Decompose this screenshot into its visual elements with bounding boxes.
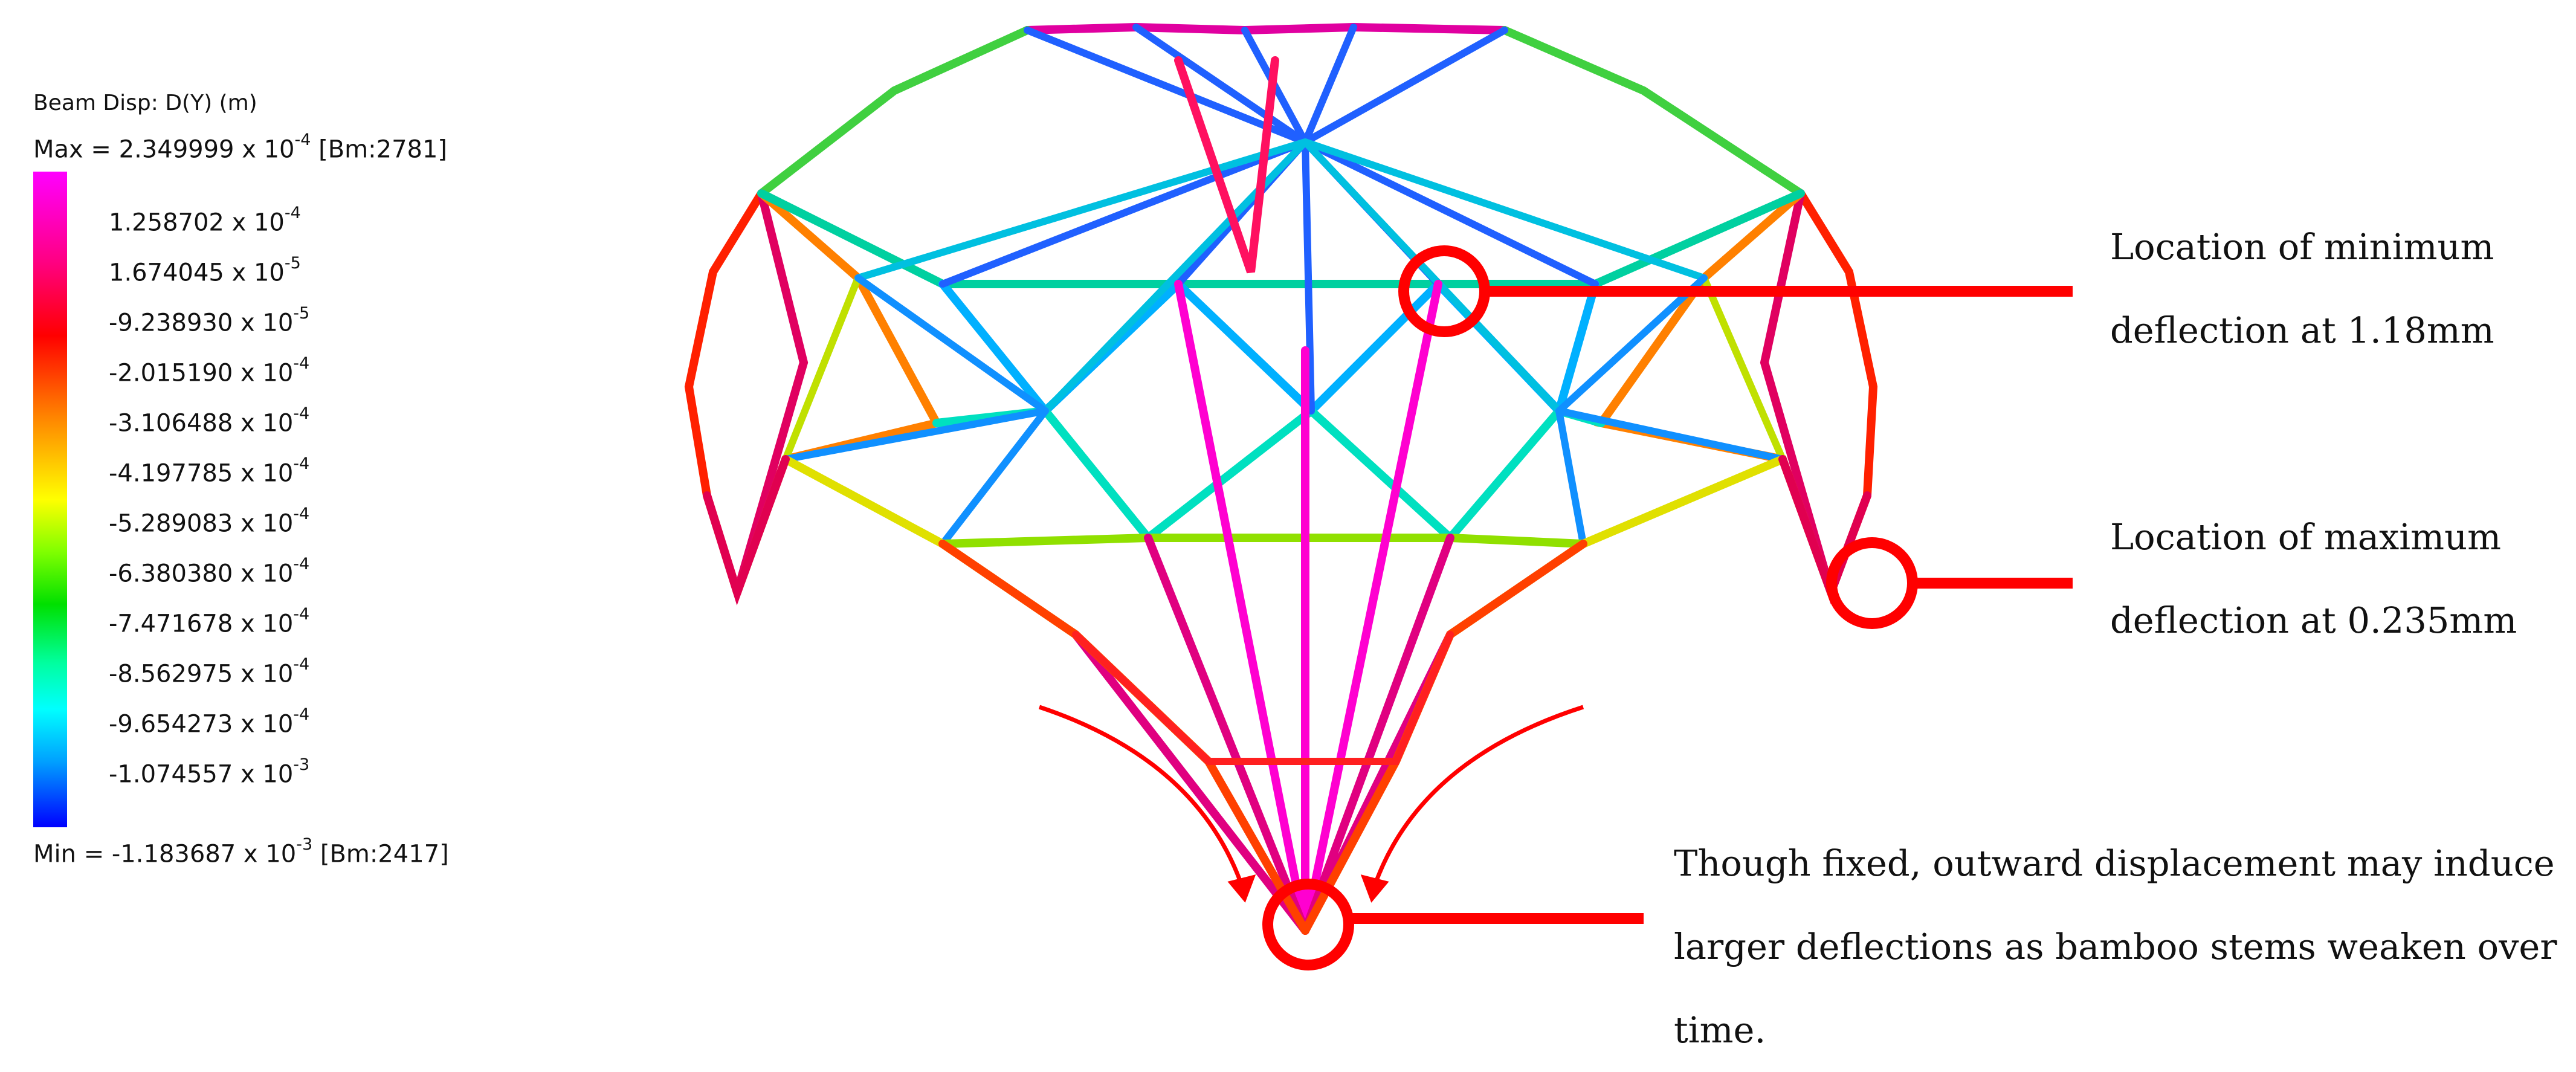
legend-title: Beam Disp: D(Y) (m) [33, 91, 257, 115]
legend-tick-label: -8.562975 x 10-4 [109, 655, 309, 688]
base-support-circle [1262, 879, 1354, 970]
legend-max: Max = 2.349999 x 10-4 [Bm:2781] [33, 131, 448, 164]
legend-tick-label: -5.289083 x 10-4 [109, 505, 310, 538]
legend-tick-mantissa: -9.238930 x 10 [109, 309, 294, 337]
min-deflection-note: Location of minimum deflection at 1.18mm [2110, 226, 2494, 351]
legend-tick-mantissa: -1.074557 x 10 [109, 760, 294, 789]
legend-tick-label: -2.015190 x 10-4 [109, 354, 309, 387]
legend-tick-exponent: -5 [284, 254, 301, 273]
annotation-markers [1038, 245, 2073, 970]
legend-tick-exponent: -3 [293, 755, 310, 774]
legend-tick-mantissa: -9.654273 x 10 [109, 710, 294, 738]
left-arrow [1038, 705, 1247, 896]
legend-max-exp: -4 [294, 131, 311, 149]
legend-tick-exponent: -4 [284, 204, 301, 222]
legend-tick-exponent: -4 [293, 605, 310, 624]
legend-tick-label: -1.074557 x 10-3 [109, 755, 309, 789]
legend-tick-exponent: -4 [293, 404, 310, 423]
legend-tick-mantissa: -2.015190 x 10 [109, 359, 294, 387]
base-displacement-note: Though fixed, outward displacement may i… [1674, 842, 2557, 1051]
legend-tick-exponent: -4 [293, 505, 310, 523]
legend-tick-label: 1.674045 x 10-5 [109, 254, 301, 287]
legend-min-beam: [Bm:2417] [312, 840, 449, 868]
right-arrowhead-icon [1360, 874, 1389, 903]
legend-tick-exponent: -4 [293, 454, 310, 473]
legend-tick-mantissa: -3.106488 x 10 [109, 409, 294, 438]
legend-tick-exponent: -4 [293, 705, 310, 724]
legend-tick-mantissa: -8.562975 x 10 [109, 660, 294, 688]
left-arrowhead-icon [1227, 874, 1256, 903]
dome-frame [684, 22, 1878, 935]
legend-tick-exponent: -4 [293, 655, 310, 674]
legend-tick-mantissa: -4.197785 x 10 [109, 459, 294, 488]
max-deflection-circle [1826, 537, 1918, 629]
color-scale-bar [33, 172, 67, 827]
legend-min-label: Min = -1.183687 x 10 [33, 840, 297, 868]
legend-tick-label: -9.654273 x 10-4 [109, 705, 309, 738]
legend-tick-label: -6.380380 x 10-4 [109, 555, 310, 588]
legend-tick-label: 1.258702 x 10-4 [109, 204, 301, 237]
legend-max-label: Max = 2.349999 x 10 [33, 135, 295, 164]
legend-tick-mantissa: -7.471678 x 10 [109, 610, 294, 638]
legend-tick-label: -3.106488 x 10-4 [109, 404, 309, 438]
min-deflection-circle [1398, 245, 1490, 337]
legend-tick-label: -9.238930 x 10-5 [109, 304, 309, 337]
legend-tick-label: -4.197785 x 10-4 [109, 454, 309, 488]
legend-tick-mantissa: -5.289083 x 10 [109, 509, 294, 538]
legend-max-beam: [Bm:2781] [311, 135, 448, 164]
legend-tick-label: -7.471678 x 10-4 [109, 605, 309, 638]
legend-tick-mantissa: 1.258702 x 10 [109, 208, 285, 237]
legend-tick-mantissa: 1.674045 x 10 [109, 259, 285, 287]
legend-min: Min = -1.183687 x 10-3 [Bm:2417] [33, 835, 449, 868]
max-deflection-note: Location of maximum deflection at 0.235m… [2110, 516, 2517, 641]
legend-tick-exponent: -5 [293, 304, 310, 323]
legend-tick-mantissa: -6.380380 x 10 [109, 560, 294, 588]
legend-min-exp: -3 [296, 835, 313, 854]
right-arrow [1369, 705, 1584, 896]
legend-tick-exponent: -4 [293, 555, 310, 573]
legend-tick-exponent: -4 [293, 354, 310, 373]
